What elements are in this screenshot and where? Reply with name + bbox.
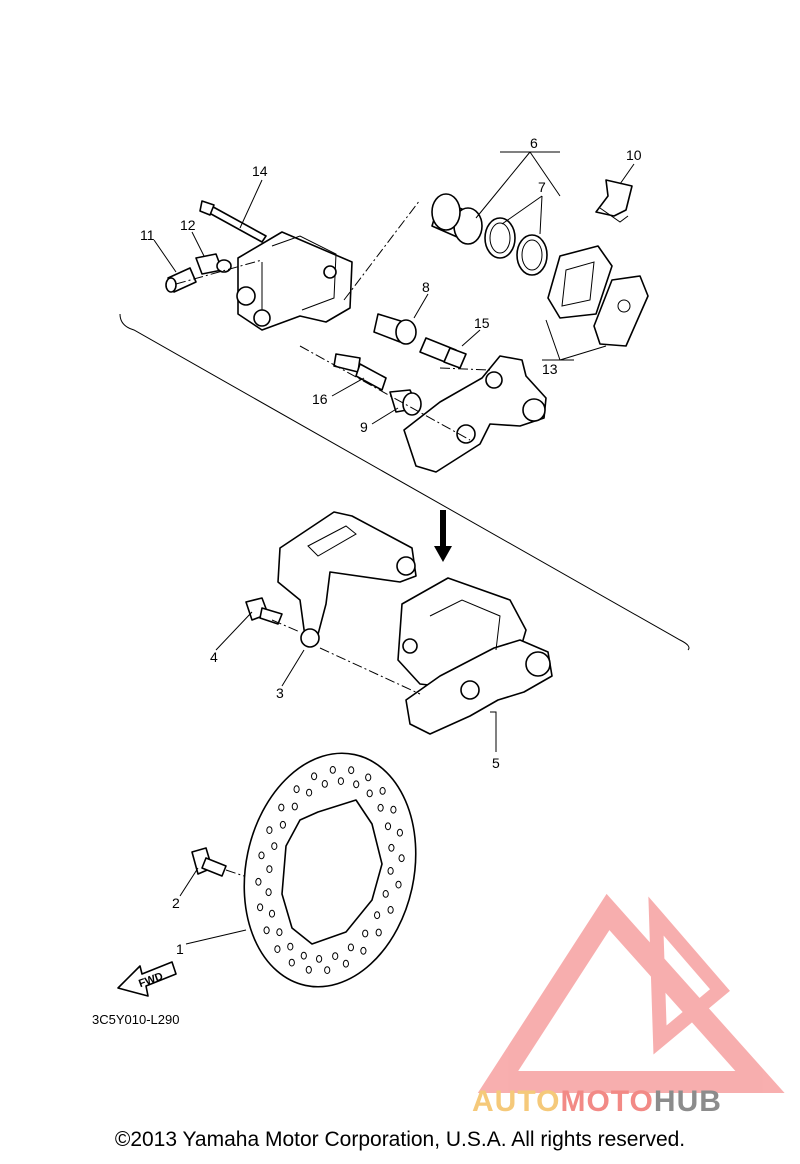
disc-hole: [305, 965, 312, 974]
disc-hole: [265, 888, 272, 897]
disc-hole: [382, 890, 389, 898]
disc-hole: [288, 958, 295, 967]
subassembly-bracket-line: [119, 313, 690, 651]
disc-hole: [258, 851, 265, 860]
callout-9: 9: [360, 419, 368, 435]
disc-hole: [366, 789, 373, 798]
disc-hole: [387, 867, 394, 875]
disc-hole: [375, 928, 382, 937]
disc-hole: [276, 928, 283, 937]
disc-hole: [278, 803, 285, 812]
disc-hole: [287, 942, 294, 951]
disc-hole: [377, 803, 384, 812]
disc-hole: [268, 909, 276, 918]
disc-hole: [306, 788, 313, 797]
part-2-disc-bolt: [191, 847, 227, 877]
callout-11: 11: [140, 227, 155, 243]
part-16-slide-pin: [333, 353, 387, 391]
brand-hub: HUB: [653, 1085, 722, 1118]
disc-hole: [395, 880, 402, 889]
disc-vent-holes: [255, 766, 405, 974]
part-4-bolt: [245, 597, 283, 625]
callout-14: 14: [252, 163, 268, 179]
disc-hole: [374, 911, 381, 920]
callout-10: 10: [626, 147, 642, 163]
part-9-boot: [389, 389, 422, 416]
disc-hole: [266, 826, 273, 834]
disc-hole: [311, 772, 318, 781]
diagram-reference-code: 3C5Y010-L290: [92, 1012, 180, 1027]
disc-hole: [257, 903, 264, 912]
assembly-arrow: [434, 510, 452, 562]
disc-hole: [324, 966, 331, 974]
disc-hole: [293, 785, 300, 794]
disc-hole: [329, 766, 336, 774]
callout-6: 6: [530, 135, 538, 151]
disc-hole: [321, 780, 328, 788]
disc-hole: [291, 802, 298, 811]
disc-hole: [316, 955, 323, 963]
callout-1: 1: [176, 941, 184, 957]
callout-3: 3: [276, 685, 284, 701]
part-15-pin-bolt: [419, 337, 467, 369]
disc-hole: [388, 843, 395, 852]
part-6-piston: [431, 193, 483, 245]
disc-hole: [360, 946, 367, 955]
callout-4: 4: [210, 649, 218, 665]
upper-caliper-body: [236, 231, 353, 331]
copyright-notice: ©2013 Yamaha Motor Corporation, U.S.A. A…: [114, 1128, 686, 1151]
callout-8: 8: [422, 279, 430, 295]
part-14-pad-pin: [199, 200, 267, 243]
leader-lines: [153, 151, 635, 945]
part-10-pad-spring: [595, 179, 633, 223]
disc-hole: [266, 865, 273, 873]
part-8-boot: [373, 313, 417, 345]
disc-hole: [384, 822, 392, 831]
disc-hole: [263, 926, 270, 935]
disc-hole: [255, 877, 262, 886]
callout-5: 5: [492, 755, 500, 771]
callout-16: 16: [312, 391, 328, 407]
part-1-brake-disc: [243, 752, 417, 988]
callout-2: 2: [172, 895, 180, 911]
disc-hole: [337, 777, 344, 785]
automotohub-logo: [477, 893, 785, 1093]
disc-hole: [396, 828, 403, 837]
part-3-caliper-bracket: [277, 511, 417, 648]
part-11-bleed-screw: [165, 267, 197, 293]
disc-hole: [271, 842, 278, 850]
disc-hole: [300, 951, 307, 960]
callout-labels: 1 2 3 4 5 6 7 8 9 10 11 12 13 14 15 16: [140, 135, 642, 957]
disc-hole: [365, 773, 372, 782]
upper-caliper-bracket: [403, 355, 547, 473]
part-13-brake-pads: [547, 245, 649, 347]
callout-7: 7: [538, 179, 546, 195]
part-7-seals: [484, 217, 548, 276]
disc-hole: [362, 929, 369, 938]
disc-hole: [274, 945, 281, 953]
forward-direction-arrow: FWD: [117, 961, 177, 997]
callout-13: 13: [542, 361, 558, 377]
part-12-cap: [195, 253, 232, 275]
callout-15: 15: [474, 315, 490, 331]
disc-hole: [332, 952, 339, 960]
disc-hole: [342, 959, 349, 968]
part-5-caliper-assembly: [397, 577, 553, 735]
disc-hole: [353, 780, 360, 789]
disc-hole: [347, 943, 354, 952]
disc-hole: [348, 766, 355, 775]
disc-hole: [379, 787, 386, 795]
disc-hole: [279, 820, 286, 829]
brand-auto: AUTO: [472, 1085, 561, 1118]
disc-hole: [390, 805, 397, 814]
automotohub-wordmark: AUTOMOTOHUB: [472, 1085, 722, 1119]
brand-moto: MOTO: [560, 1085, 654, 1118]
disc-hole: [398, 854, 405, 863]
callout-12: 12: [180, 217, 196, 233]
disc-hole: [387, 906, 394, 914]
